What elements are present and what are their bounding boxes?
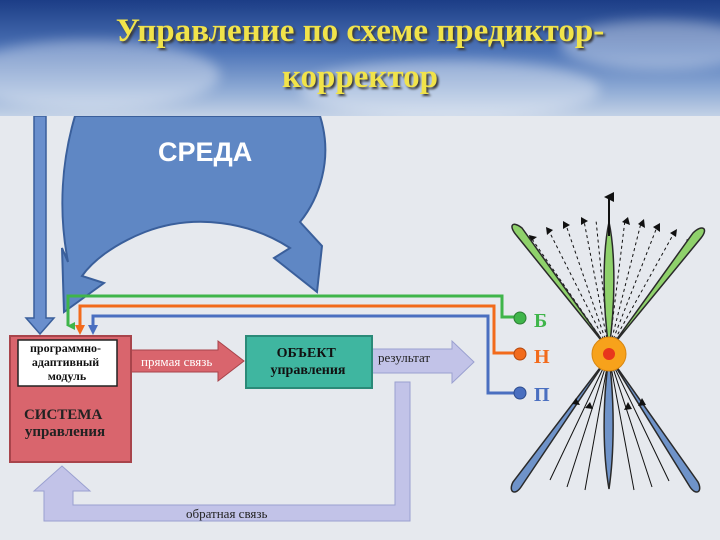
control-object-box	[245, 335, 373, 389]
environment-input-arrow	[24, 116, 56, 336]
module-label-line-1: программно-	[30, 341, 101, 355]
cone-center-red	[603, 348, 615, 360]
channel-b-line	[66, 294, 518, 330]
environment-label: СРЕДА	[158, 137, 252, 167]
system-label-line-2: управления	[25, 424, 105, 440]
header-banner: Управление по схеме предиктор- корректор	[0, 0, 720, 116]
title-line-2: корректор	[281, 59, 439, 95]
cone-diagram	[510, 192, 706, 493]
object-label-line-1: ОБЪЕКТ	[277, 346, 337, 361]
channel-p-arrowhead	[88, 325, 98, 335]
lower-solid-rays	[549, 355, 670, 491]
lower-right-blue-lobe	[608, 355, 701, 493]
upper-right-green-lobe	[608, 227, 706, 351]
upper-dashed-rays	[531, 219, 691, 351]
title-line-1: Управление по схеме предиктор-	[115, 13, 605, 49]
page-title: Управление по схеме предиктор- корректор	[0, 8, 720, 100]
upper-left-green-lobe	[511, 223, 610, 351]
channel-n-arrowhead	[75, 325, 85, 335]
environment-arrow	[61, 116, 327, 314]
feedback-arrow	[32, 381, 411, 522]
channel-p-line	[91, 314, 518, 395]
predictor-corrector-diagram: СРЕДА Б Н П обратная связь результат пря…	[9, 116, 706, 522]
object-label: ОБЪЕКТ управления	[270, 346, 345, 378]
channel-n-letter: Н	[534, 346, 550, 368]
lower-ray-arrowheads	[572, 398, 646, 410]
channel-n-line	[78, 304, 518, 355]
direct-link-arrow	[130, 339, 245, 383]
module-label-line-3: модуль	[48, 369, 87, 383]
result-arrow	[371, 339, 475, 385]
module-label-line-2: адаптивный	[32, 355, 99, 369]
channel-p-letter: П	[534, 384, 550, 406]
feedback-label: обратная связь	[186, 506, 268, 521]
lower-left-blue-lobe	[510, 355, 610, 493]
program-adaptive-module-box	[17, 339, 118, 387]
system-label: СИСТЕМА управления	[24, 407, 106, 440]
channel-b-dot	[513, 311, 527, 325]
channel-b-letter: Б	[534, 310, 547, 332]
system-label-line-1: СИСТЕМА	[24, 407, 103, 423]
lower-center-blue-lobe	[603, 355, 614, 490]
channel-n-dot	[513, 347, 527, 361]
module-label: программно- адаптивный модуль	[30, 341, 104, 383]
result-label: результат	[378, 350, 430, 365]
object-label-line-2: управления	[270, 363, 345, 378]
direct-link-label: прямая связь	[141, 354, 212, 369]
channel-p-dot	[513, 386, 527, 400]
